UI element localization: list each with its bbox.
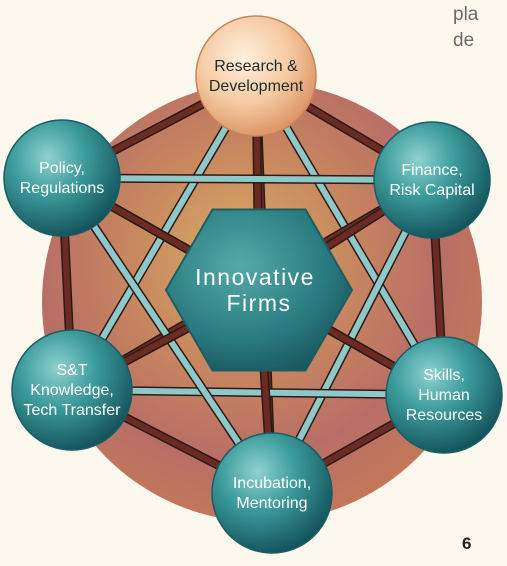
node-finance-label-line: Finance, [401, 162, 462, 179]
node-finance-label-line: Risk Capital [389, 182, 474, 199]
node-research-sphere [195, 15, 317, 137]
node-incubation-label-line: Incubation, [233, 475, 311, 492]
node-st-knowledge: S&T Knowledge, Tech Transfer [11, 329, 133, 451]
node-skills-label-line: Skills, [423, 367, 465, 384]
node-policy-label-line: Regulations [20, 180, 105, 197]
side-text-line: pla [453, 4, 479, 25]
node-policy: Policy, Regulations [3, 119, 121, 237]
side-text-line: de [453, 30, 475, 51]
side-text: pla de [453, 2, 507, 54]
node-finance-sphere [373, 121, 491, 239]
node-skills-label-line: Human [418, 387, 470, 404]
page-number: 6 [462, 534, 472, 553]
node-research-label: Research & Development [209, 58, 304, 95]
node-policy-sphere [3, 119, 121, 237]
node-st-knowledge-sphere [11, 329, 133, 451]
node-finance-label: Finance, Risk Capital [389, 162, 474, 199]
innovative-firms-label-line: Firms [227, 290, 292, 316]
node-incubation: Incubation, Mentoring [211, 432, 333, 554]
node-skills-sphere [385, 336, 503, 454]
node-incubation-label: Incubation, Mentoring [233, 475, 311, 512]
innovative-firms-label: Innovative Firms [195, 264, 323, 316]
node-st-knowledge-label-line: Tech Transfer [24, 402, 122, 419]
node-policy-label: Policy, Regulations [20, 160, 105, 197]
node-st-knowledge-label: S&T Knowledge, Tech Transfer [24, 362, 122, 419]
node-incubation-label-line: Mentoring [236, 495, 307, 512]
node-research-label-line: Development [209, 78, 304, 95]
node-incubation-sphere [211, 432, 333, 554]
node-research-label-line: Research & [214, 58, 298, 75]
connection-bar-finance-policy [59, 175, 435, 183]
connection-bar-skills-st-knowledge [69, 387, 447, 398]
node-skills-label-line: Resources [406, 407, 482, 424]
node-finance: Finance, Risk Capital [373, 121, 491, 239]
node-st-knowledge-label-line: S&T [56, 362, 87, 379]
node-policy-label-line: Policy, [39, 160, 85, 177]
innovative-firms-label-line: Innovative [195, 264, 315, 290]
node-research: Research & Development [195, 15, 317, 137]
node-st-knowledge-label-line: Knowledge, [30, 382, 114, 399]
innovative-firms-hexagon [164, 208, 354, 372]
